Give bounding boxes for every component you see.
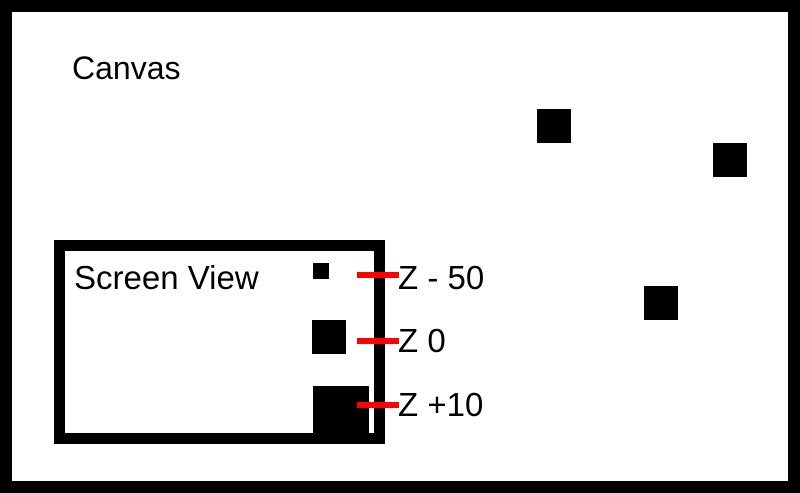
depth-marker-mid (357, 338, 399, 344)
canvas-object-3 (644, 286, 678, 320)
canvas-title: Canvas (72, 50, 181, 86)
depth-marker-near (357, 402, 399, 408)
far-object (313, 263, 329, 279)
canvas-object-2 (713, 143, 747, 177)
near-object (313, 386, 369, 434)
screen-view-title: Screen View (74, 259, 259, 296)
canvas-object-1 (537, 109, 571, 143)
depth-marker-far (357, 272, 399, 278)
mid-object (312, 320, 346, 354)
depth-label-far: Z - 50 (398, 259, 485, 296)
depth-label-mid: Z 0 (398, 322, 446, 359)
depth-label-near: Z +10 (398, 386, 484, 423)
